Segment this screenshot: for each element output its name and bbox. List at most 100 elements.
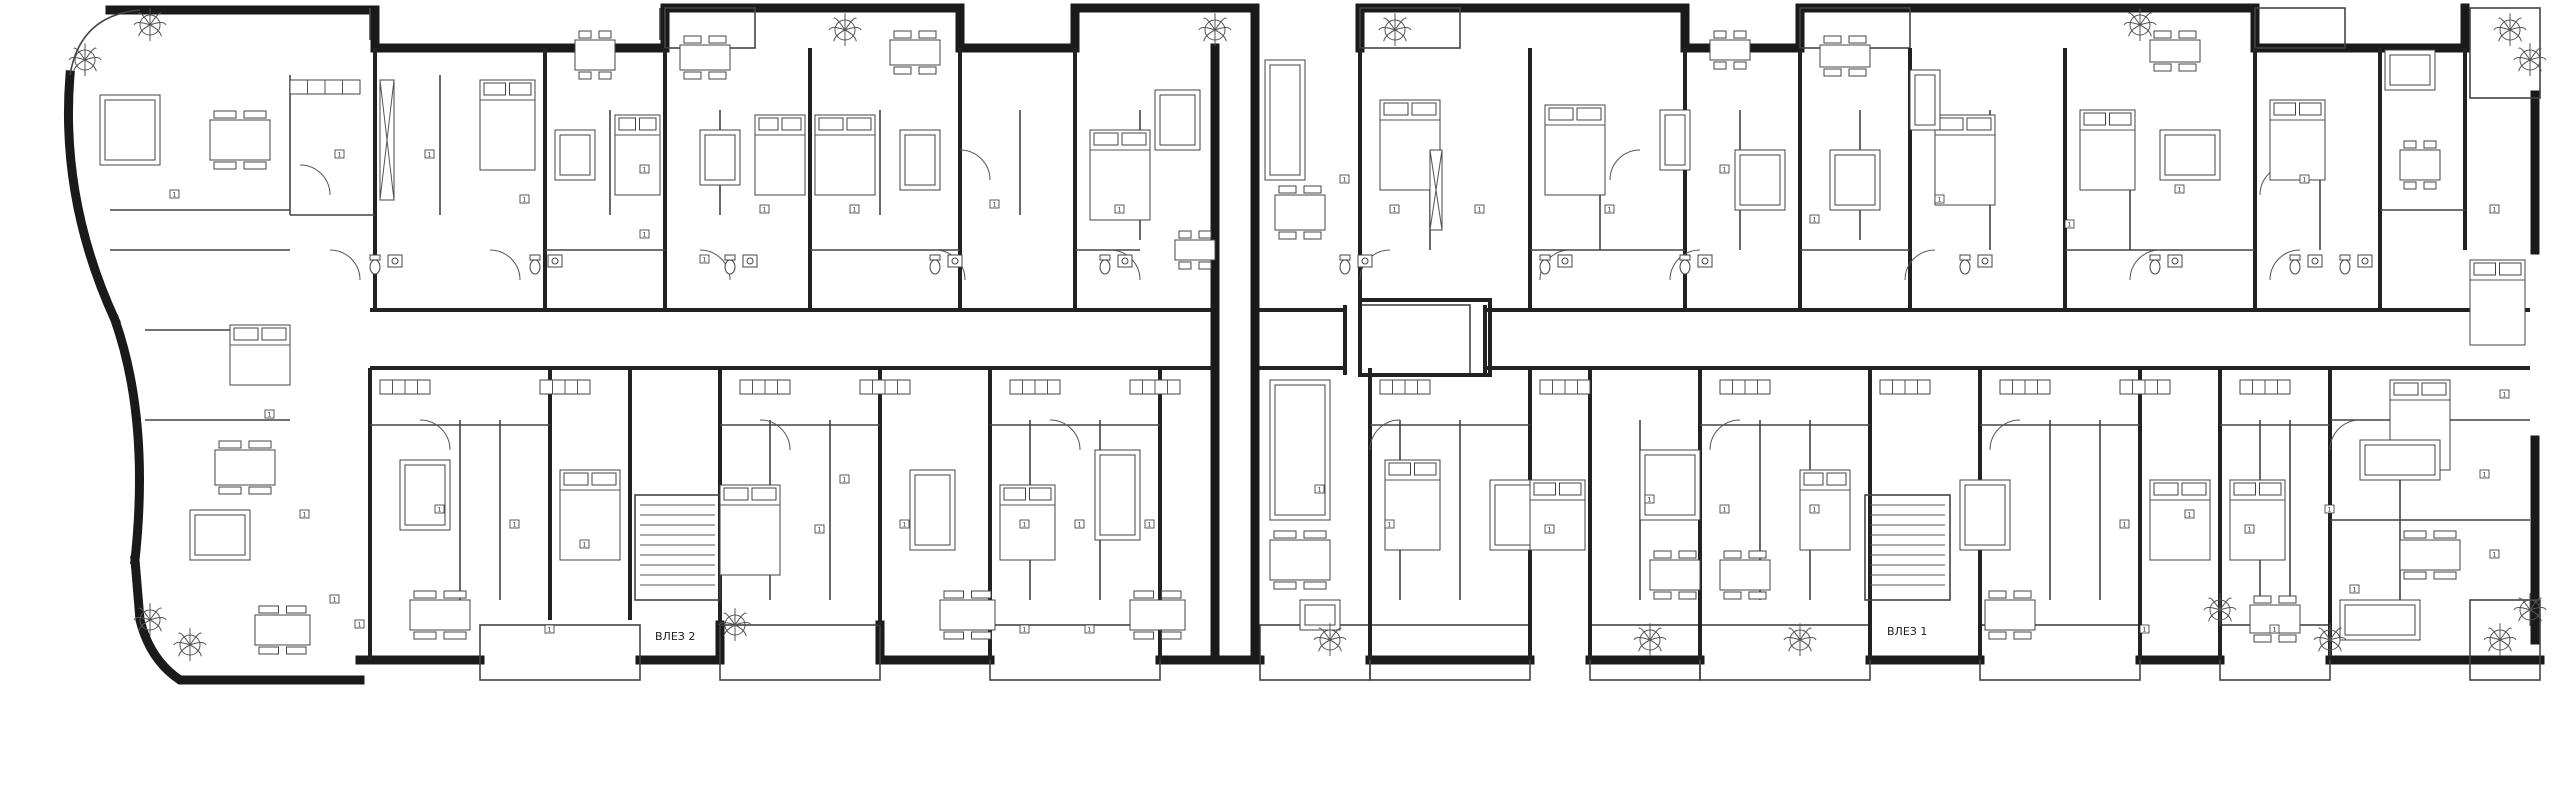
toilet: [1339, 254, 1351, 275]
bed: [1799, 469, 1851, 551]
room-tag-number: 1: [2503, 392, 2507, 399]
room-tag: 1: [2244, 524, 2255, 534]
dining-table: [1174, 230, 1216, 270]
room-tag-number: 1: [1078, 522, 1082, 529]
tree-symbol: [1783, 623, 1817, 656]
toilet: [724, 254, 736, 275]
kitchen-counter: [1879, 379, 1931, 395]
room-tag-number: 1: [1388, 522, 1392, 529]
dining-table: [889, 30, 941, 75]
room-tag-number: 1: [1723, 167, 1727, 174]
kitchen-counter: [1129, 379, 1181, 395]
tree-symbol: [133, 603, 167, 636]
room-tag-number: 1: [2188, 512, 2192, 519]
room-tag-number: 1: [703, 257, 707, 264]
toilet: [2149, 254, 2161, 275]
kitchen-counter: [539, 379, 591, 395]
room-tag-number: 1: [1723, 507, 1727, 514]
room-tag: 1: [1084, 624, 1095, 634]
room-tag: 1: [1389, 204, 1400, 214]
dining-table: [1709, 30, 1751, 70]
room-tag: 1: [334, 149, 345, 159]
room-tag: 1: [169, 189, 180, 199]
bed: [2079, 109, 2136, 191]
room-tag: 1: [1719, 164, 1730, 174]
bed: [229, 324, 291, 386]
bed: [2149, 479, 2211, 561]
dining-table: [209, 110, 271, 170]
sink: [1557, 254, 1573, 268]
dining-table: [1984, 590, 2036, 640]
room-tag-number: 1: [1548, 527, 1552, 534]
sofa: [2159, 129, 2221, 181]
room-tag: 1: [1384, 519, 1395, 529]
room-tag-number: 1: [2143, 627, 2147, 634]
tree-symbol: [1313, 623, 1347, 656]
sofa: [2339, 599, 2421, 641]
room-tag: 1: [1339, 174, 1350, 184]
bed: [1384, 459, 1441, 551]
room-tag: 1: [1809, 504, 1820, 514]
bed: [559, 469, 621, 561]
room-tag: 1: [1019, 519, 1030, 529]
toilet: [1539, 254, 1551, 275]
bed: [2469, 259, 2526, 346]
sink: [742, 254, 758, 268]
room-tag: 1: [1144, 519, 1155, 529]
sofa: [2384, 49, 2436, 91]
bed: [1934, 114, 1996, 206]
kitchen-counter: [1999, 379, 2051, 395]
room-tag-number: 1: [2493, 207, 2497, 214]
dining-table: [1649, 550, 1701, 600]
room-tag-number: 1: [818, 527, 822, 534]
sink: [2307, 254, 2323, 268]
room-tag: 1: [1314, 484, 1325, 494]
sofa: [699, 129, 741, 186]
entrance-1-label: ВЛЕЗ 1: [1887, 625, 1927, 638]
sofa: [1829, 149, 1881, 211]
room-tag: 1: [1809, 214, 1820, 224]
bed: [999, 484, 1056, 561]
room-tag-number: 1: [2248, 527, 2252, 534]
room-tag: 1: [639, 164, 650, 174]
dining-table: [939, 590, 996, 640]
sink: [2167, 254, 2183, 268]
room-tag-number: 1: [523, 197, 527, 204]
sofa: [1154, 89, 1201, 151]
left-curved-facade: [64, 5, 380, 685]
kitchen-counter: [739, 379, 791, 395]
kitchen-counter: [379, 379, 431, 395]
tree-symbol: [2313, 623, 2347, 656]
room-tag: 1: [2174, 184, 2185, 194]
room-tag-number: 1: [1318, 487, 1322, 494]
bed: [814, 114, 876, 196]
room-tag: 1: [759, 204, 770, 214]
sofa: [554, 129, 596, 181]
sink: [1697, 254, 1713, 268]
toilet: [2289, 254, 2301, 275]
room-tag: 1: [519, 194, 530, 204]
sofa: [1639, 449, 1701, 521]
room-tag-number: 1: [1088, 627, 1092, 634]
wardrobe: [379, 79, 395, 201]
sink: [1357, 254, 1373, 268]
room-tag: 1: [2489, 204, 2500, 214]
room-tag-number: 1: [1648, 497, 1652, 504]
room-tag: 1: [1934, 194, 1945, 204]
upper-partitions: [110, 48, 2467, 310]
room-tag: 1: [2479, 469, 2490, 479]
furniture-layer: [99, 30, 2526, 655]
room-tag: 1: [424, 149, 435, 159]
room-tag: 1: [1544, 524, 1555, 534]
room-tag-number: 1: [643, 232, 647, 239]
dining-table: [2149, 30, 2201, 72]
kitchen-counter: [289, 79, 361, 95]
room-tag-number: 1: [2123, 522, 2127, 529]
sofa: [909, 469, 956, 551]
room-tag-number: 1: [1393, 207, 1397, 214]
room-tag: 1: [1114, 204, 1125, 214]
room-tag-number: 1: [548, 627, 552, 634]
room-tag: 1: [2269, 624, 2280, 634]
bed: [2269, 99, 2326, 181]
